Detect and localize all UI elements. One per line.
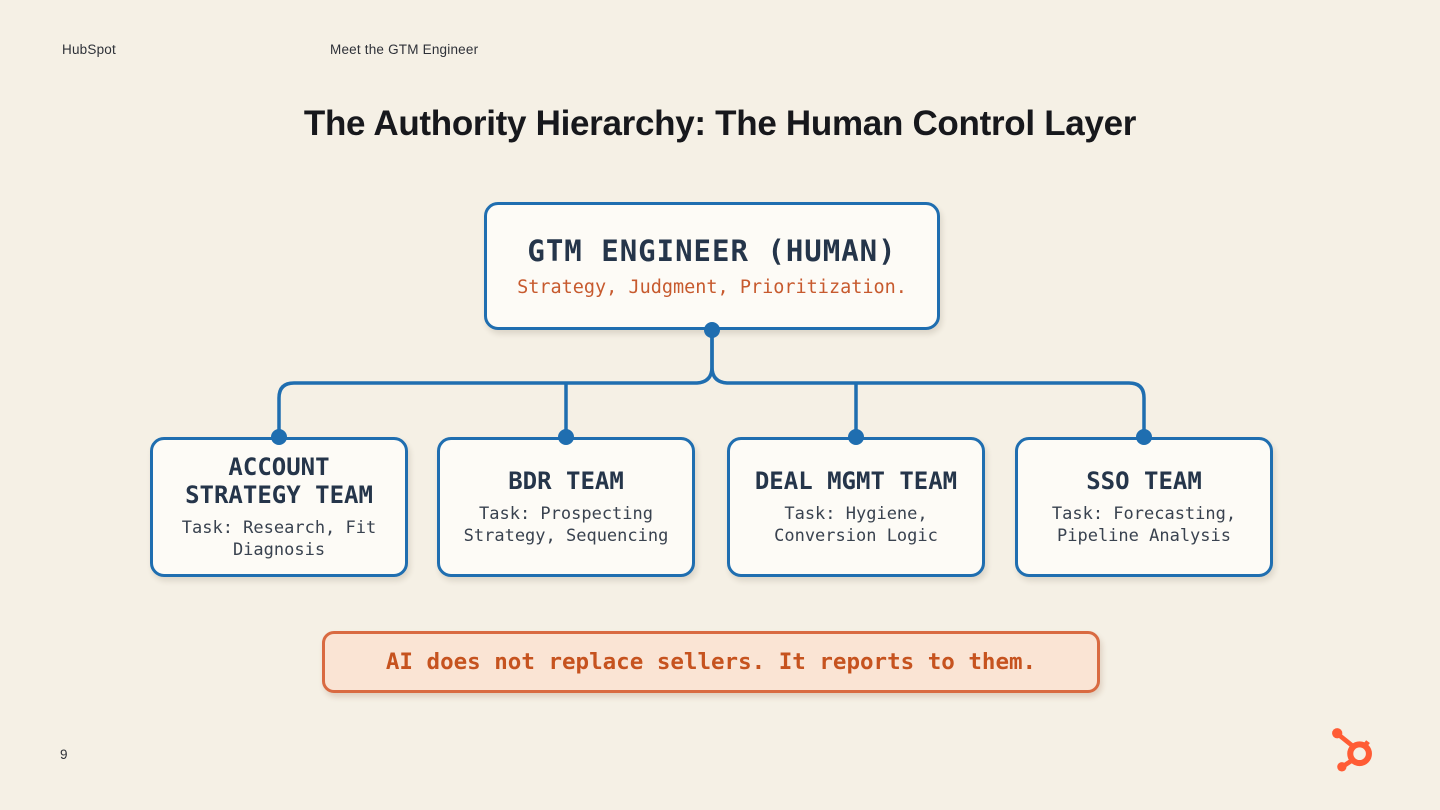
org-node-task: Task: Hygiene, Conversion Logic [774, 503, 938, 546]
org-node-task: Task: Prospecting Strategy, Sequencing [463, 503, 669, 546]
org-node-deal-mgmt-team: DEAL MGMT TEAM Task: Hygiene, Conversion… [727, 437, 985, 577]
org-node-gtm-engineer: GTM ENGINEER (HUMAN) Strategy, Judgment,… [484, 202, 940, 330]
org-node-title: DEAL MGMT TEAM [754, 467, 958, 496]
page-number: 9 [60, 747, 68, 762]
org-node-title: SSO TEAM [1086, 467, 1202, 496]
org-node-title: BDR TEAM [508, 467, 624, 496]
org-node-task: Task: Research, Fit Diagnosis [181, 517, 377, 560]
hubspot-sprocket-icon [1332, 728, 1372, 772]
ai-reports-callout: AI does not replace sellers. It reports … [322, 631, 1100, 693]
org-node-account-strategy-team: ACCOUNT STRATEGY TEAM Task: Research, Fi… [150, 437, 408, 577]
org-node-task: Task: Forecasting, Pipeline Analysis [1051, 503, 1237, 546]
callout-text: AI does not replace sellers. It reports … [385, 649, 1037, 675]
org-node-title: GTM ENGINEER (HUMAN) [527, 234, 897, 268]
brand-label: HubSpot [62, 42, 116, 57]
org-node-title: ACCOUNT STRATEGY TEAM [185, 453, 373, 510]
org-node-sso-team: SSO TEAM Task: Forecasting, Pipeline Ana… [1015, 437, 1273, 577]
page-title: The Authority Hierarchy: The Human Contr… [303, 104, 1137, 143]
deck-title: Meet the GTM Engineer [330, 42, 479, 57]
org-node-bdr-team: BDR TEAM Task: Prospecting Strategy, Seq… [437, 437, 695, 577]
org-node-subtitle: Strategy, Judgment, Prioritization. [517, 277, 907, 298]
